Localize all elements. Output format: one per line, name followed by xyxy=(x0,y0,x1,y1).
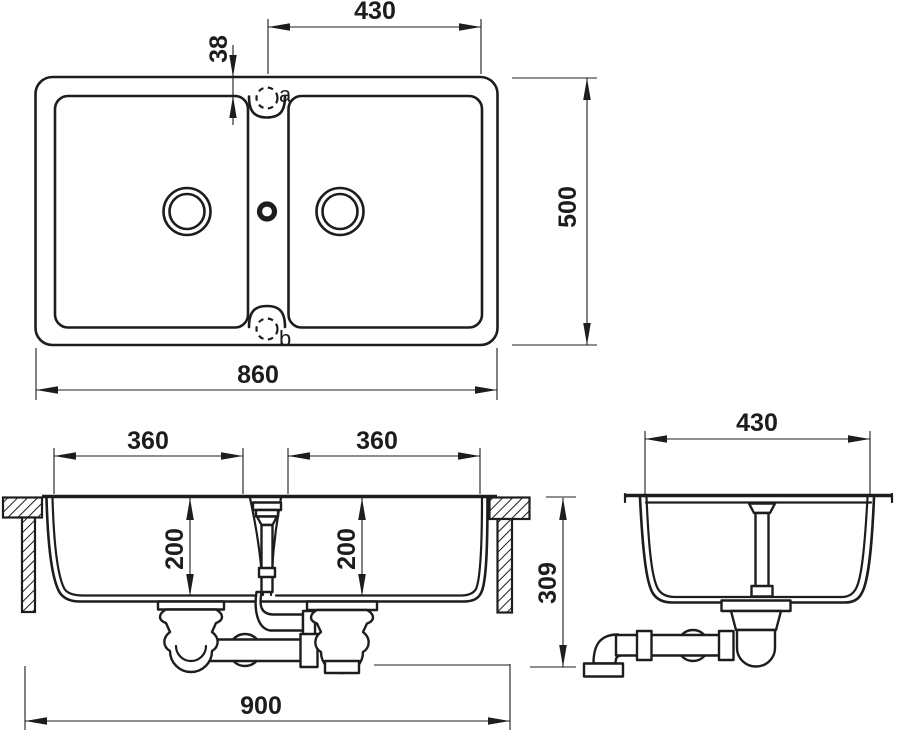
drain-right-front xyxy=(305,600,379,675)
tap-hole-b-label: b xyxy=(279,326,291,351)
dim-430-side: 430 xyxy=(644,409,871,495)
dim-38-value: 38 xyxy=(205,35,233,63)
dim-360-right-value: 360 xyxy=(356,427,398,455)
tap-hole-b xyxy=(255,317,279,341)
tap-pocket-top xyxy=(247,95,287,119)
dim-309-value: 309 xyxy=(534,562,562,604)
front-view: 360 360 200 200 900 xyxy=(1,427,531,730)
overflow-assembly-side xyxy=(747,502,777,598)
dim-38: 38 xyxy=(205,35,237,125)
sink-outer-rim xyxy=(34,75,499,347)
tap-hole-a-label: a xyxy=(279,82,292,107)
dim-200-right-value: 200 xyxy=(333,528,361,570)
drain-left-plan xyxy=(162,186,212,237)
overflow-assembly-front xyxy=(251,501,317,639)
bowl-right-inner-front xyxy=(274,496,484,597)
dim-860: 860 xyxy=(35,348,498,400)
drain-trap-side xyxy=(720,599,792,668)
dim-900-value: 900 xyxy=(240,692,282,720)
clamp-right xyxy=(488,496,531,614)
dim-309: 309 xyxy=(530,496,576,668)
tap-hole-a xyxy=(255,86,279,110)
dim-360-right: 360 xyxy=(287,427,481,494)
sink-outer-profile-front xyxy=(45,496,489,603)
dim-430-side-value: 430 xyxy=(736,409,778,437)
dim-200-left: 200 xyxy=(161,498,194,596)
clamp-left xyxy=(1,496,44,614)
dim-900: 900 xyxy=(24,664,511,730)
bowl-left-plan xyxy=(53,94,250,329)
side-view: 430 309 xyxy=(530,409,894,678)
dim-860-value: 860 xyxy=(237,361,279,389)
dim-500: 500 xyxy=(512,77,597,346)
dim-200-left-value: 200 xyxy=(161,528,189,570)
plan-view: a b 430 38 xyxy=(34,0,597,400)
drain-pipework-front xyxy=(203,632,319,669)
dim-430-top-value: 430 xyxy=(354,0,396,25)
dim-500-value: 500 xyxy=(554,186,582,228)
dim-430-top: 430 xyxy=(267,0,482,74)
mounting-hole xyxy=(256,201,278,222)
bowl-right-plan xyxy=(287,94,484,329)
drain-pipework-side xyxy=(582,629,735,678)
dim-200-right: 200 xyxy=(333,498,366,596)
dim-360-left: 360 xyxy=(53,427,244,494)
drain-left-front xyxy=(156,600,226,674)
drain-right-plan xyxy=(315,186,365,237)
tap-pocket-bottom xyxy=(247,304,287,329)
bowl-left-inner-front xyxy=(51,496,260,597)
dim-360-left-value: 360 xyxy=(127,427,169,455)
